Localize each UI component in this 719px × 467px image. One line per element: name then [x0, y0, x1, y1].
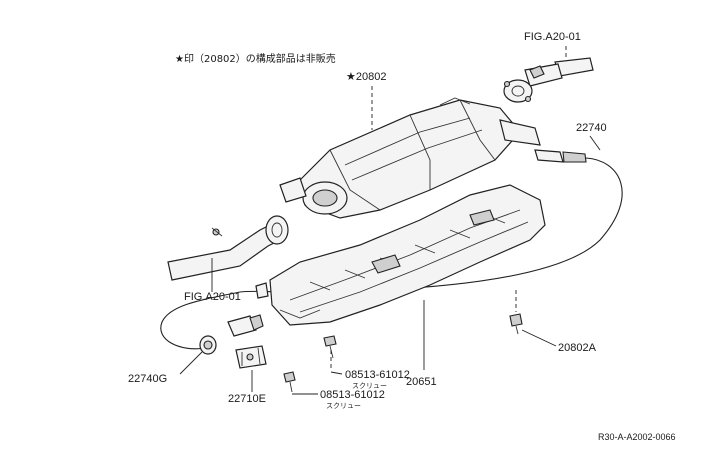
- sensor-lower-label: 22740G: [128, 373, 167, 385]
- sensor-upper-label: 22740: [576, 122, 607, 134]
- bracket: [235, 345, 267, 369]
- flange-pipe-top: [503, 57, 594, 103]
- bolt-leader: [521, 329, 557, 347]
- catalytic-converter: [279, 97, 541, 219]
- screw-upper-leader: [330, 371, 343, 375]
- screw-lower-label: 08513-61012: [320, 389, 385, 401]
- sensor-lower-leader: [179, 351, 203, 375]
- fig-top-label: FIG.A20-01: [524, 31, 581, 43]
- bolt: [509, 313, 523, 335]
- screw-lower-sublabel: スクリュー: [326, 402, 361, 410]
- heat-insulator: [269, 184, 546, 326]
- screw-upper: [323, 335, 337, 359]
- bracket-label: 22710E: [228, 393, 266, 405]
- bolt-label: 20802A: [558, 342, 597, 354]
- note-text: ★印（20802）の構成部品は非販売: [175, 52, 336, 65]
- o2-sensor-lower: [160, 282, 269, 355]
- front-pipe: [167, 215, 289, 281]
- sensor-upper-leader: [589, 135, 601, 151]
- diagram-code: R30-A-A2002-0066: [598, 432, 676, 442]
- catalyst-label: ★20802: [346, 71, 386, 83]
- fig-left-label: FIG.A20-01: [184, 291, 241, 303]
- insulator-label: 20651: [406, 376, 437, 388]
- screw-upper-sublabel: スクリュー: [352, 382, 387, 390]
- screw-lower: [283, 371, 296, 393]
- screw-upper-label: 08513-61012: [345, 369, 410, 381]
